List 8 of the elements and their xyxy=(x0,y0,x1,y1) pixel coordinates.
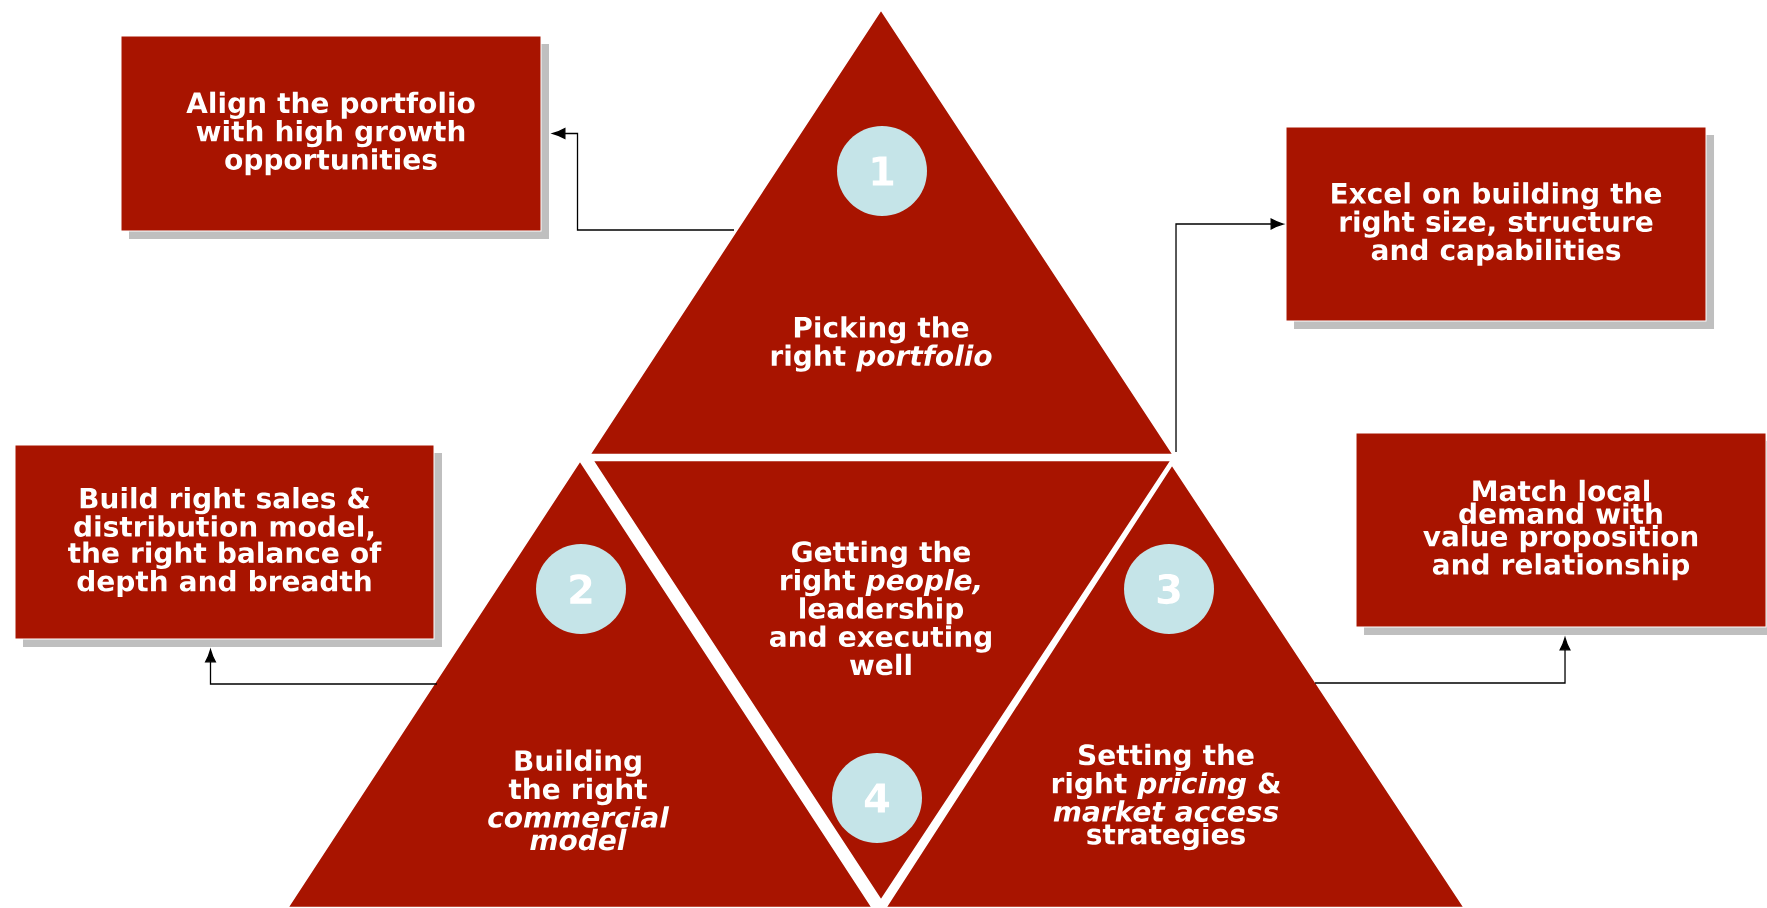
text-box: Excel on building the right size, structure and capabilities xyxy=(1285,126,1714,329)
text-box: Build right sales & distribution model, the right balance of depth and breadth xyxy=(14,444,442,647)
arrow xyxy=(205,649,438,685)
text-box: Align the portfolio with high growth opportunities xyxy=(120,35,549,239)
arrow xyxy=(552,128,735,231)
text-box: Match local demand with value proposition and relationship xyxy=(1355,432,1767,635)
arrow xyxy=(1314,637,1571,684)
arrow xyxy=(1175,218,1284,453)
